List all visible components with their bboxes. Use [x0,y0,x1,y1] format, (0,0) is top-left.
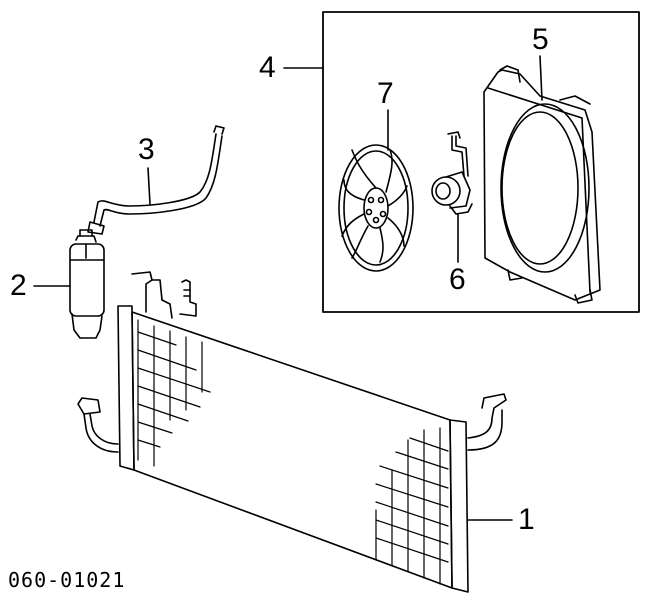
receiver-drier [69,229,105,339]
callout-1: 1 [518,503,535,536]
condenser [77,271,507,593]
diagram-code: 060-01021 [8,568,126,592]
callout-2: 2 [10,269,27,302]
leader-5 [539,55,543,101]
callout-5: 5 [532,23,549,56]
callout-3: 3 [138,133,155,166]
callout-6: 6 [449,263,466,296]
fan-motor [431,131,473,215]
fan-blade [338,144,414,272]
leader-3 [147,167,151,205]
callout-4: 4 [259,51,276,84]
fan-assembly-inset-box [322,11,640,313]
callout-7: 7 [377,77,394,110]
fan-shroud [483,65,601,304]
pipe [87,125,225,235]
